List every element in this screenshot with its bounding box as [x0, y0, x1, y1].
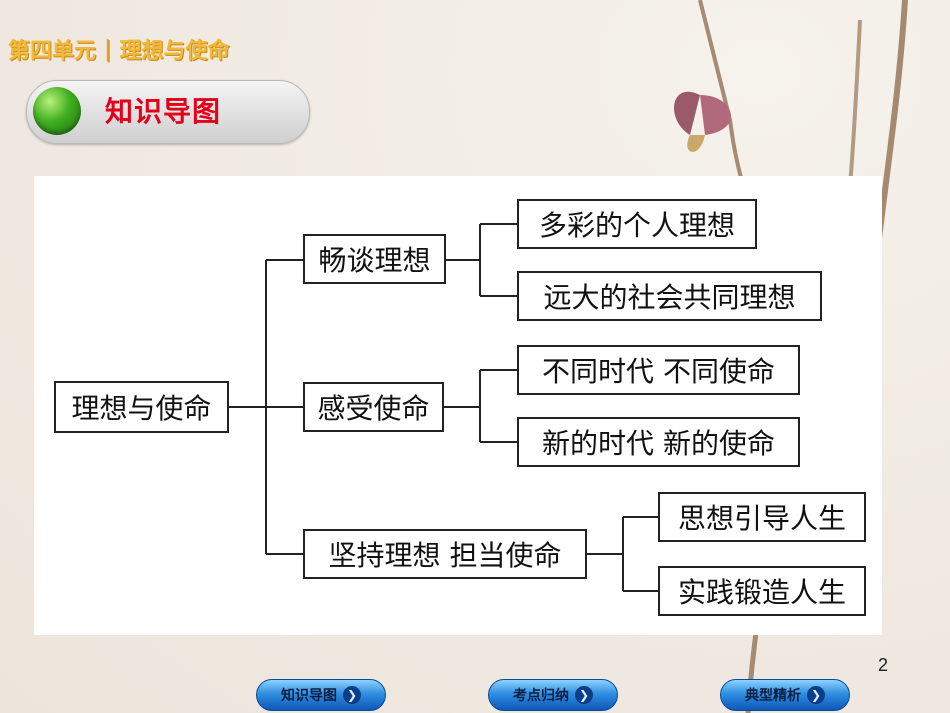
nav-button-key-points[interactable]: 考点归纳 ❯ [488, 679, 618, 711]
unit-header: 第四单元 | 理想与使命 [8, 33, 229, 65]
mindmap-connectors [229, 223, 658, 592]
leaf-node-2-2: 新的时代 新的使命 [517, 417, 800, 467]
leaf-node-1-2: 远大的社会共同理想 [517, 271, 822, 321]
nav-button-label: 考点归纳 [513, 688, 569, 704]
green-ball-icon [33, 87, 81, 135]
nav-button-typical-analysis[interactable]: 典型精析 ❯ [720, 679, 850, 711]
leaf-node-1-1: 多彩的个人理想 [517, 199, 757, 249]
root-node: 理想与使命 [54, 381, 229, 433]
branch-node-1: 畅谈理想 [303, 234, 446, 284]
section-title: 知识导图 [105, 95, 222, 128]
branch-node-3: 坚持理想 担当使命 [303, 529, 587, 579]
chevron-right-icon: ❯ [807, 686, 825, 704]
nav-button-label: 典型精析 [745, 688, 801, 704]
header-separator: | [104, 36, 112, 62]
unit-topic: 理想与使命 [119, 39, 230, 64]
leaf-node-3-1: 思想引导人生 [658, 492, 866, 542]
chevron-right-icon: ❯ [575, 686, 593, 704]
unit-label: 第四单元 [8, 39, 97, 64]
section-pill: 知识导图 [26, 80, 310, 144]
leaf-node-2-1: 不同时代 不同使命 [517, 345, 800, 395]
chevron-right-icon: ❯ [343, 686, 361, 704]
branch-node-2: 感受使命 [303, 382, 444, 432]
page-number: 2 [878, 655, 889, 675]
knowledge-map: 理想与使命 畅谈理想 感受使命 坚持理想 担当使命 多彩的个人理想 远大的社会共… [34, 176, 882, 635]
nav-button-label: 知识导图 [281, 688, 337, 704]
nav-button-knowledge-map[interactable]: 知识导图 ❯ [256, 679, 386, 711]
leaf-node-3-2: 实践锻造人生 [658, 566, 866, 616]
